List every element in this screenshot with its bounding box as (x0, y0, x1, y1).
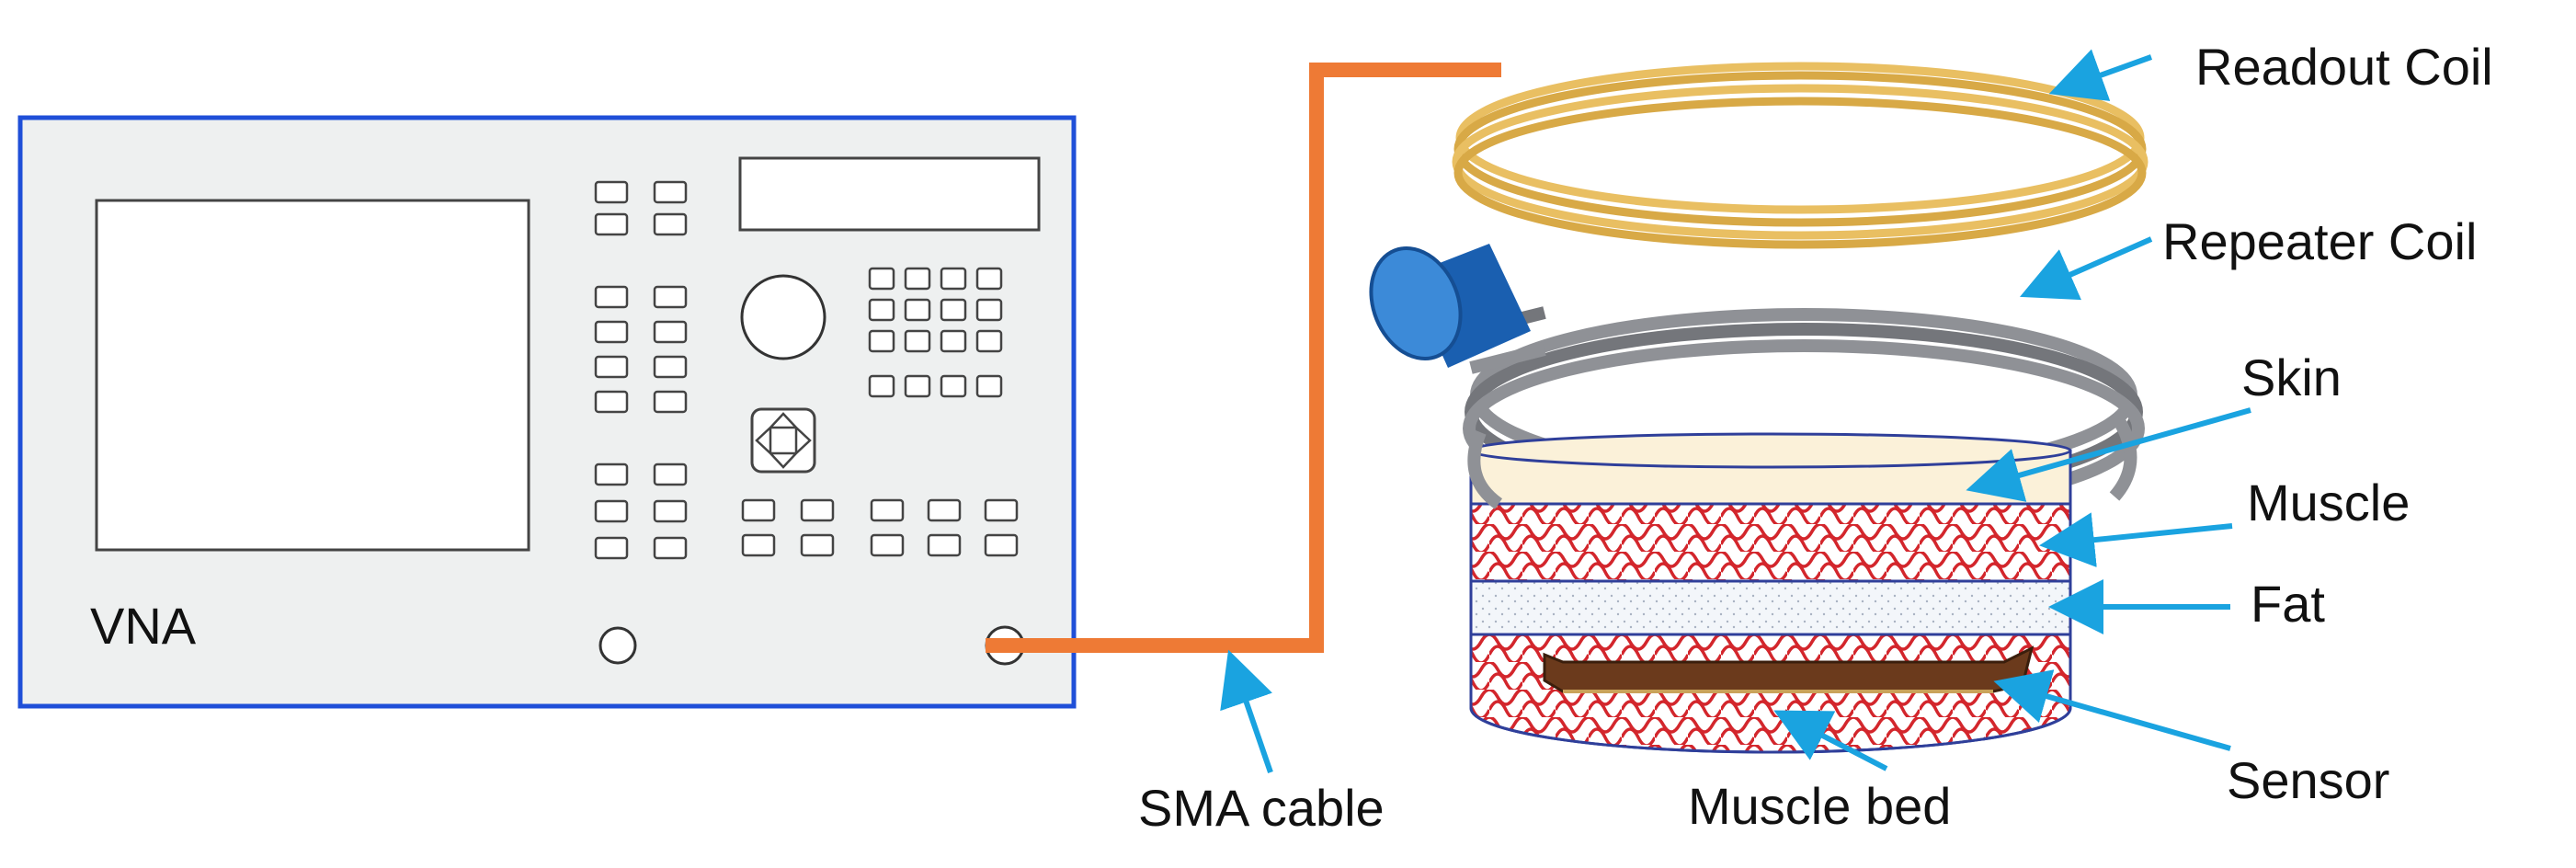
label-muscle-bed: Muscle bed (1688, 777, 1951, 835)
arrow-sensor (1993, 669, 2231, 751)
vna-display-panel (738, 156, 1041, 232)
arrow-muscle (2039, 512, 2233, 568)
label-sma-cable: SMA cable (1138, 779, 1385, 837)
label-readout-coil: Readout Coil (2195, 38, 2493, 96)
repeater-coil-front (1467, 409, 2137, 509)
label-sensor: Sensor (2227, 751, 2389, 809)
vna-screen (95, 199, 530, 552)
arrow-muscle-bed (1773, 710, 1888, 771)
repeater-connector (1369, 244, 1531, 368)
arrow-repeater-coil (2020, 236, 2153, 301)
vna-instrument: VNA (17, 115, 1077, 709)
sma-cable (986, 63, 1501, 653)
arrow-sma-cable (1220, 649, 1273, 773)
fat-layer (1469, 579, 2072, 636)
arrow-skin (1966, 407, 2251, 502)
vna-knob (740, 274, 826, 360)
annotation-arrows (1220, 49, 2251, 773)
label-fat: Fat (2251, 575, 2325, 633)
readout-coil (1452, 62, 2149, 249)
vna-label: VNA (90, 597, 197, 655)
label-skin: Skin (2241, 348, 2342, 406)
arrow-readout-coil (2048, 49, 2153, 101)
label-muscle: Muscle (2247, 474, 2410, 531)
skin-top (1469, 432, 2072, 469)
muscle-layer (1469, 502, 2072, 583)
vna-dpad (750, 407, 816, 474)
label-repeater-coil: Repeater Coil (2162, 212, 2477, 270)
vna-buttons (594, 180, 1019, 560)
tissue-phantom (1469, 432, 2072, 754)
vna-power-button (598, 626, 637, 665)
